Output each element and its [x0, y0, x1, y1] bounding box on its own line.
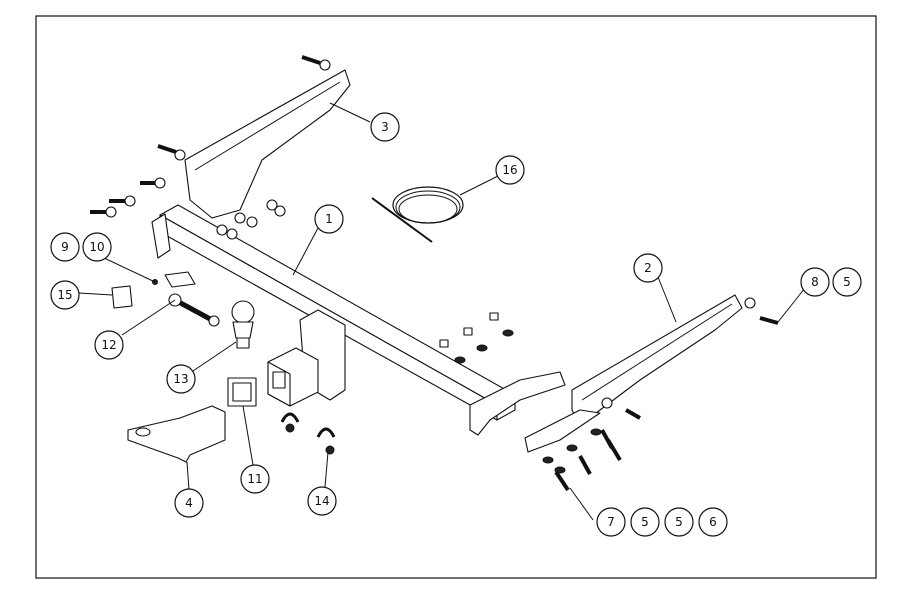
- callout-7: 7: [596, 507, 626, 537]
- label-plate-part: [111, 285, 133, 309]
- crossbar-part: [151, 204, 566, 436]
- callout-5-right: 5: [832, 267, 862, 297]
- ball-mount-part: [127, 405, 226, 463]
- callout-11: 11: [240, 464, 270, 494]
- svg-text:1: 1: [325, 212, 333, 226]
- right-bracket-bolts: [542, 297, 779, 492]
- svg-text:16: 16: [502, 163, 517, 177]
- svg-text:15: 15: [57, 288, 72, 302]
- shackle-part: [280, 412, 336, 455]
- small-bolt-parts: [152, 271, 196, 288]
- callout-8: 8: [800, 267, 830, 297]
- svg-text:5: 5: [641, 515, 649, 529]
- callout-15: 15: [50, 280, 80, 310]
- square-sleeve-part: [227, 377, 257, 407]
- wiring-coil-part: [371, 186, 464, 243]
- svg-text:13: 13: [173, 372, 188, 386]
- svg-text:6: 6: [709, 515, 717, 529]
- svg-text:11: 11: [247, 472, 262, 486]
- svg-text:10: 10: [89, 240, 104, 254]
- left-bracket-part: [184, 69, 351, 219]
- callout-9: 9: [50, 232, 80, 262]
- right-bracket-part: [524, 294, 743, 453]
- pin-bolt-part: [168, 293, 220, 327]
- svg-text:5: 5: [843, 275, 851, 289]
- svg-text:14: 14: [314, 494, 329, 508]
- diagram-frame: [35, 15, 877, 579]
- svg-text:3: 3: [381, 120, 389, 134]
- svg-text:2: 2: [644, 261, 652, 275]
- svg-text:12: 12: [101, 338, 116, 352]
- callout-3: 3: [370, 112, 400, 142]
- svg-text:5: 5: [675, 515, 683, 529]
- callout-12: 12: [94, 330, 124, 360]
- callout-13: 13: [166, 364, 196, 394]
- leader-lines: [78, 102, 806, 521]
- callout-10: 10: [82, 232, 112, 262]
- svg-text:4: 4: [185, 496, 193, 510]
- callout-16: 16: [495, 155, 525, 185]
- callout-14: 14: [307, 486, 337, 516]
- svg-text:8: 8: [811, 275, 819, 289]
- svg-text:7: 7: [607, 515, 615, 529]
- crossbar-nuts: [439, 312, 514, 364]
- callout-6: 6: [698, 507, 728, 537]
- callout-2: 2: [633, 253, 663, 283]
- callout-5-bottom-b: 5: [664, 507, 694, 537]
- callout-1: 1: [314, 204, 344, 234]
- tow-ball-part: [231, 300, 255, 349]
- callout-5-bottom-a: 5: [630, 507, 660, 537]
- callout-4: 4: [174, 488, 204, 518]
- left-bracket-bolts: [90, 55, 331, 240]
- svg-text:9: 9: [61, 240, 69, 254]
